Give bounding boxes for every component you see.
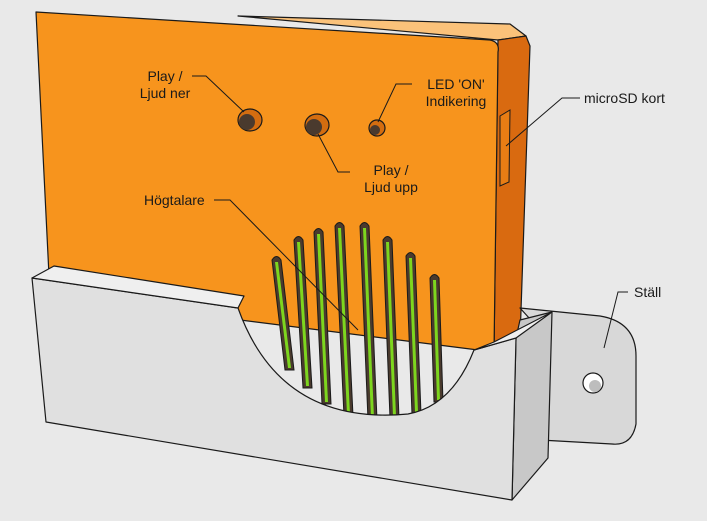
microsd-slot — [499, 109, 511, 187]
speaker-slot-highlight — [297, 242, 309, 386]
label-play-up-line2: Ljud upp — [364, 179, 418, 195]
button-play-up — [304, 113, 330, 137]
speaker-slot-highlight — [338, 228, 350, 414]
label-led-line1: LED 'ON' — [427, 76, 485, 92]
label-led-line2: Indikering — [425, 93, 487, 109]
leader-speaker — [214, 199, 359, 331]
speaker-slot-highlight — [409, 258, 418, 412]
speaker-slot-highlight — [275, 262, 291, 368]
stand-top-rim — [31, 265, 245, 309]
speaker-slot-highlight — [363, 228, 374, 418]
label-microsd: microSD kort — [584, 90, 665, 106]
led-indicator — [368, 119, 386, 137]
device-right-side — [493, 35, 531, 353]
label-play-down-line2: Ljud ner — [139, 85, 191, 101]
leader-play-up — [317, 133, 350, 173]
leader-play-down — [192, 75, 245, 113]
label-led: LED 'ON' Indikering — [414, 76, 498, 110]
leader-microsd — [505, 97, 580, 147]
stand-front-face — [31, 277, 517, 501]
stand — [31, 265, 637, 501]
label-play-down-line1: Play / — [147, 68, 183, 84]
leader-stand — [603, 291, 628, 349]
label-play-up: Play / Ljud upp — [352, 162, 430, 196]
speaker-slot-highlight — [433, 280, 440, 400]
label-speaker: Högtalare — [144, 192, 205, 208]
label-stand: Ställ — [634, 284, 662, 300]
leader-lines — [192, 75, 628, 349]
leader-led — [377, 83, 412, 123]
stand-side — [511, 311, 553, 501]
speaker-slot-highlight — [386, 242, 396, 416]
mounting-hole — [582, 372, 604, 394]
device-front-face — [35, 11, 499, 353]
speaker-grille — [271, 222, 444, 421]
label-play-up-line1: Play / — [373, 162, 409, 178]
button-play-down — [237, 108, 263, 132]
label-play-down: Play / Ljud ner — [130, 68, 200, 102]
speaker-slot-highlight — [317, 234, 328, 402]
